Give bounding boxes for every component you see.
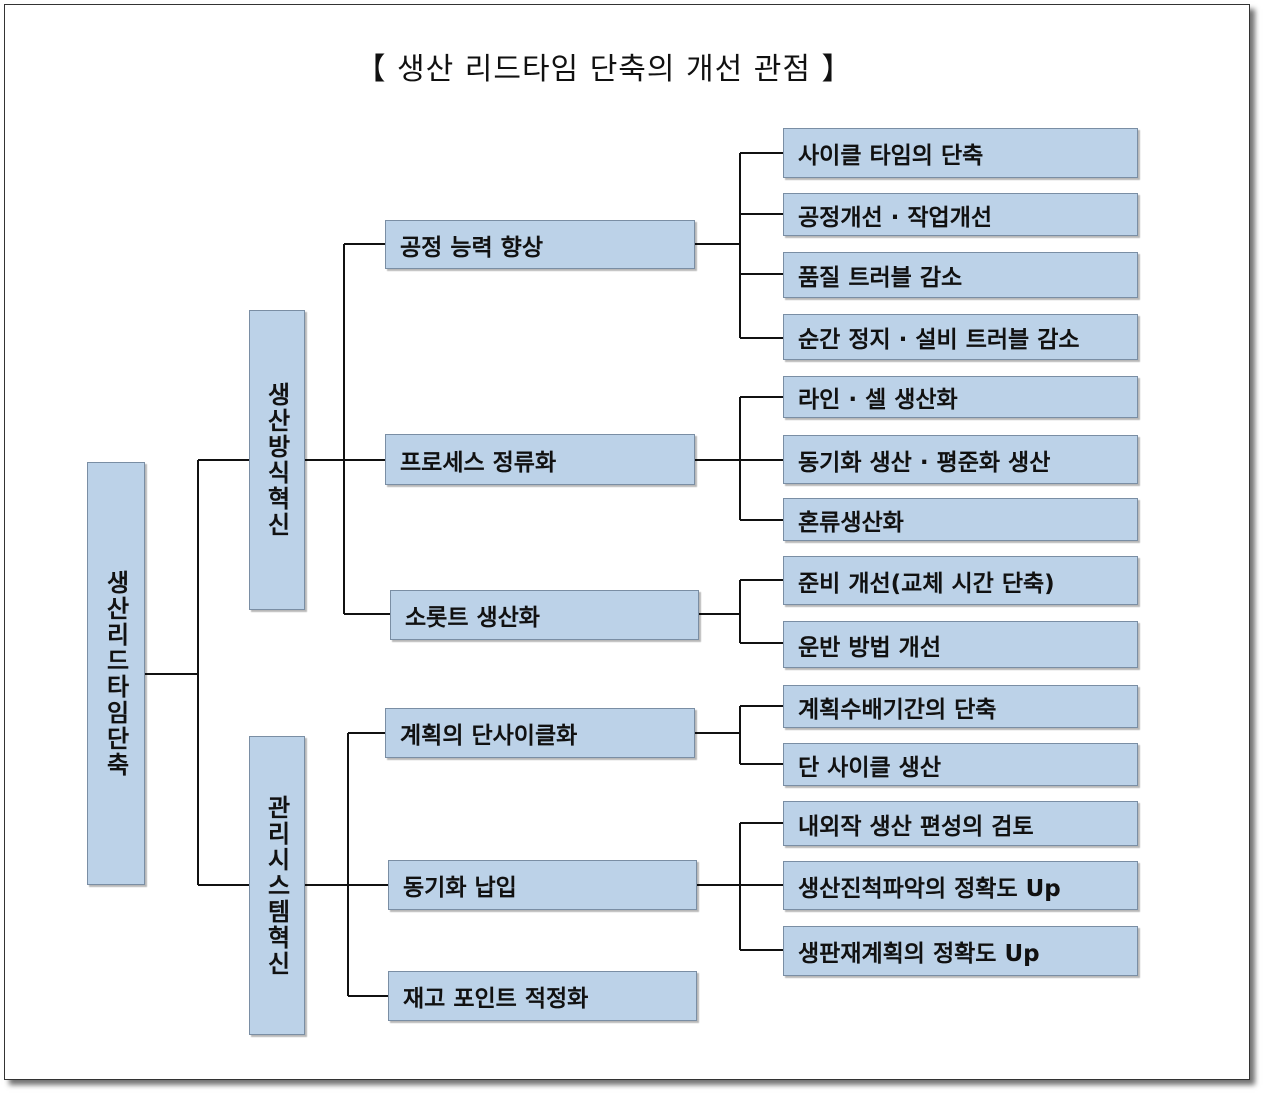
- branch-label: 생산방식혁신: [262, 382, 291, 538]
- node-small-lot: 소롯트 생산화: [390, 590, 699, 640]
- leaf: 단 사이클 생산: [783, 743, 1138, 786]
- node-plan-cycle: 계획의 단사이클화: [385, 708, 695, 758]
- branch-box-production-method: 생산방식혁신: [249, 310, 305, 610]
- leaf: 내외작 생산 편성의 검토: [783, 801, 1138, 846]
- leaf: 생판재계획의 정확도 Up: [783, 926, 1138, 976]
- node-process-flow: 프로세스 정류화: [385, 434, 695, 485]
- leaf: 동기화 생산 · 평준화 생산: [783, 435, 1138, 484]
- branch-box-management-system: 관리시스템혁신: [249, 736, 305, 1035]
- leaf: 운반 방법 개선: [783, 621, 1138, 668]
- diagram-title: 【 생산 리드타임 단축의 개선 관점 】: [355, 52, 853, 87]
- leaf: 생산진척파악의 정확도 Up: [783, 861, 1138, 910]
- leaf: 혼류생산화: [783, 498, 1138, 541]
- node-sync-delivery: 동기화 납입: [388, 860, 697, 910]
- leaf: 품질 트러블 감소: [783, 252, 1138, 298]
- root-label: 생산리드타임단축: [101, 569, 130, 778]
- leaf: 공정개선 · 작업개선: [783, 193, 1138, 236]
- node-process-capability: 공정 능력 향상: [385, 220, 695, 269]
- node-inventory-point: 재고 포인트 적정화: [388, 971, 697, 1021]
- leaf: 라인 · 셀 생산화: [783, 376, 1138, 418]
- leaf: 사이클 타임의 단축: [783, 128, 1138, 178]
- leaf: 계획수배기간의 단축: [783, 685, 1138, 728]
- root-box: 생산리드타임단축: [87, 462, 145, 885]
- leaf: 준비 개선(교체 시간 단축): [783, 556, 1138, 605]
- leaf: 순간 정지 · 설비 트러블 감소: [783, 314, 1138, 360]
- branch-label: 관리시스템혁신: [262, 794, 291, 977]
